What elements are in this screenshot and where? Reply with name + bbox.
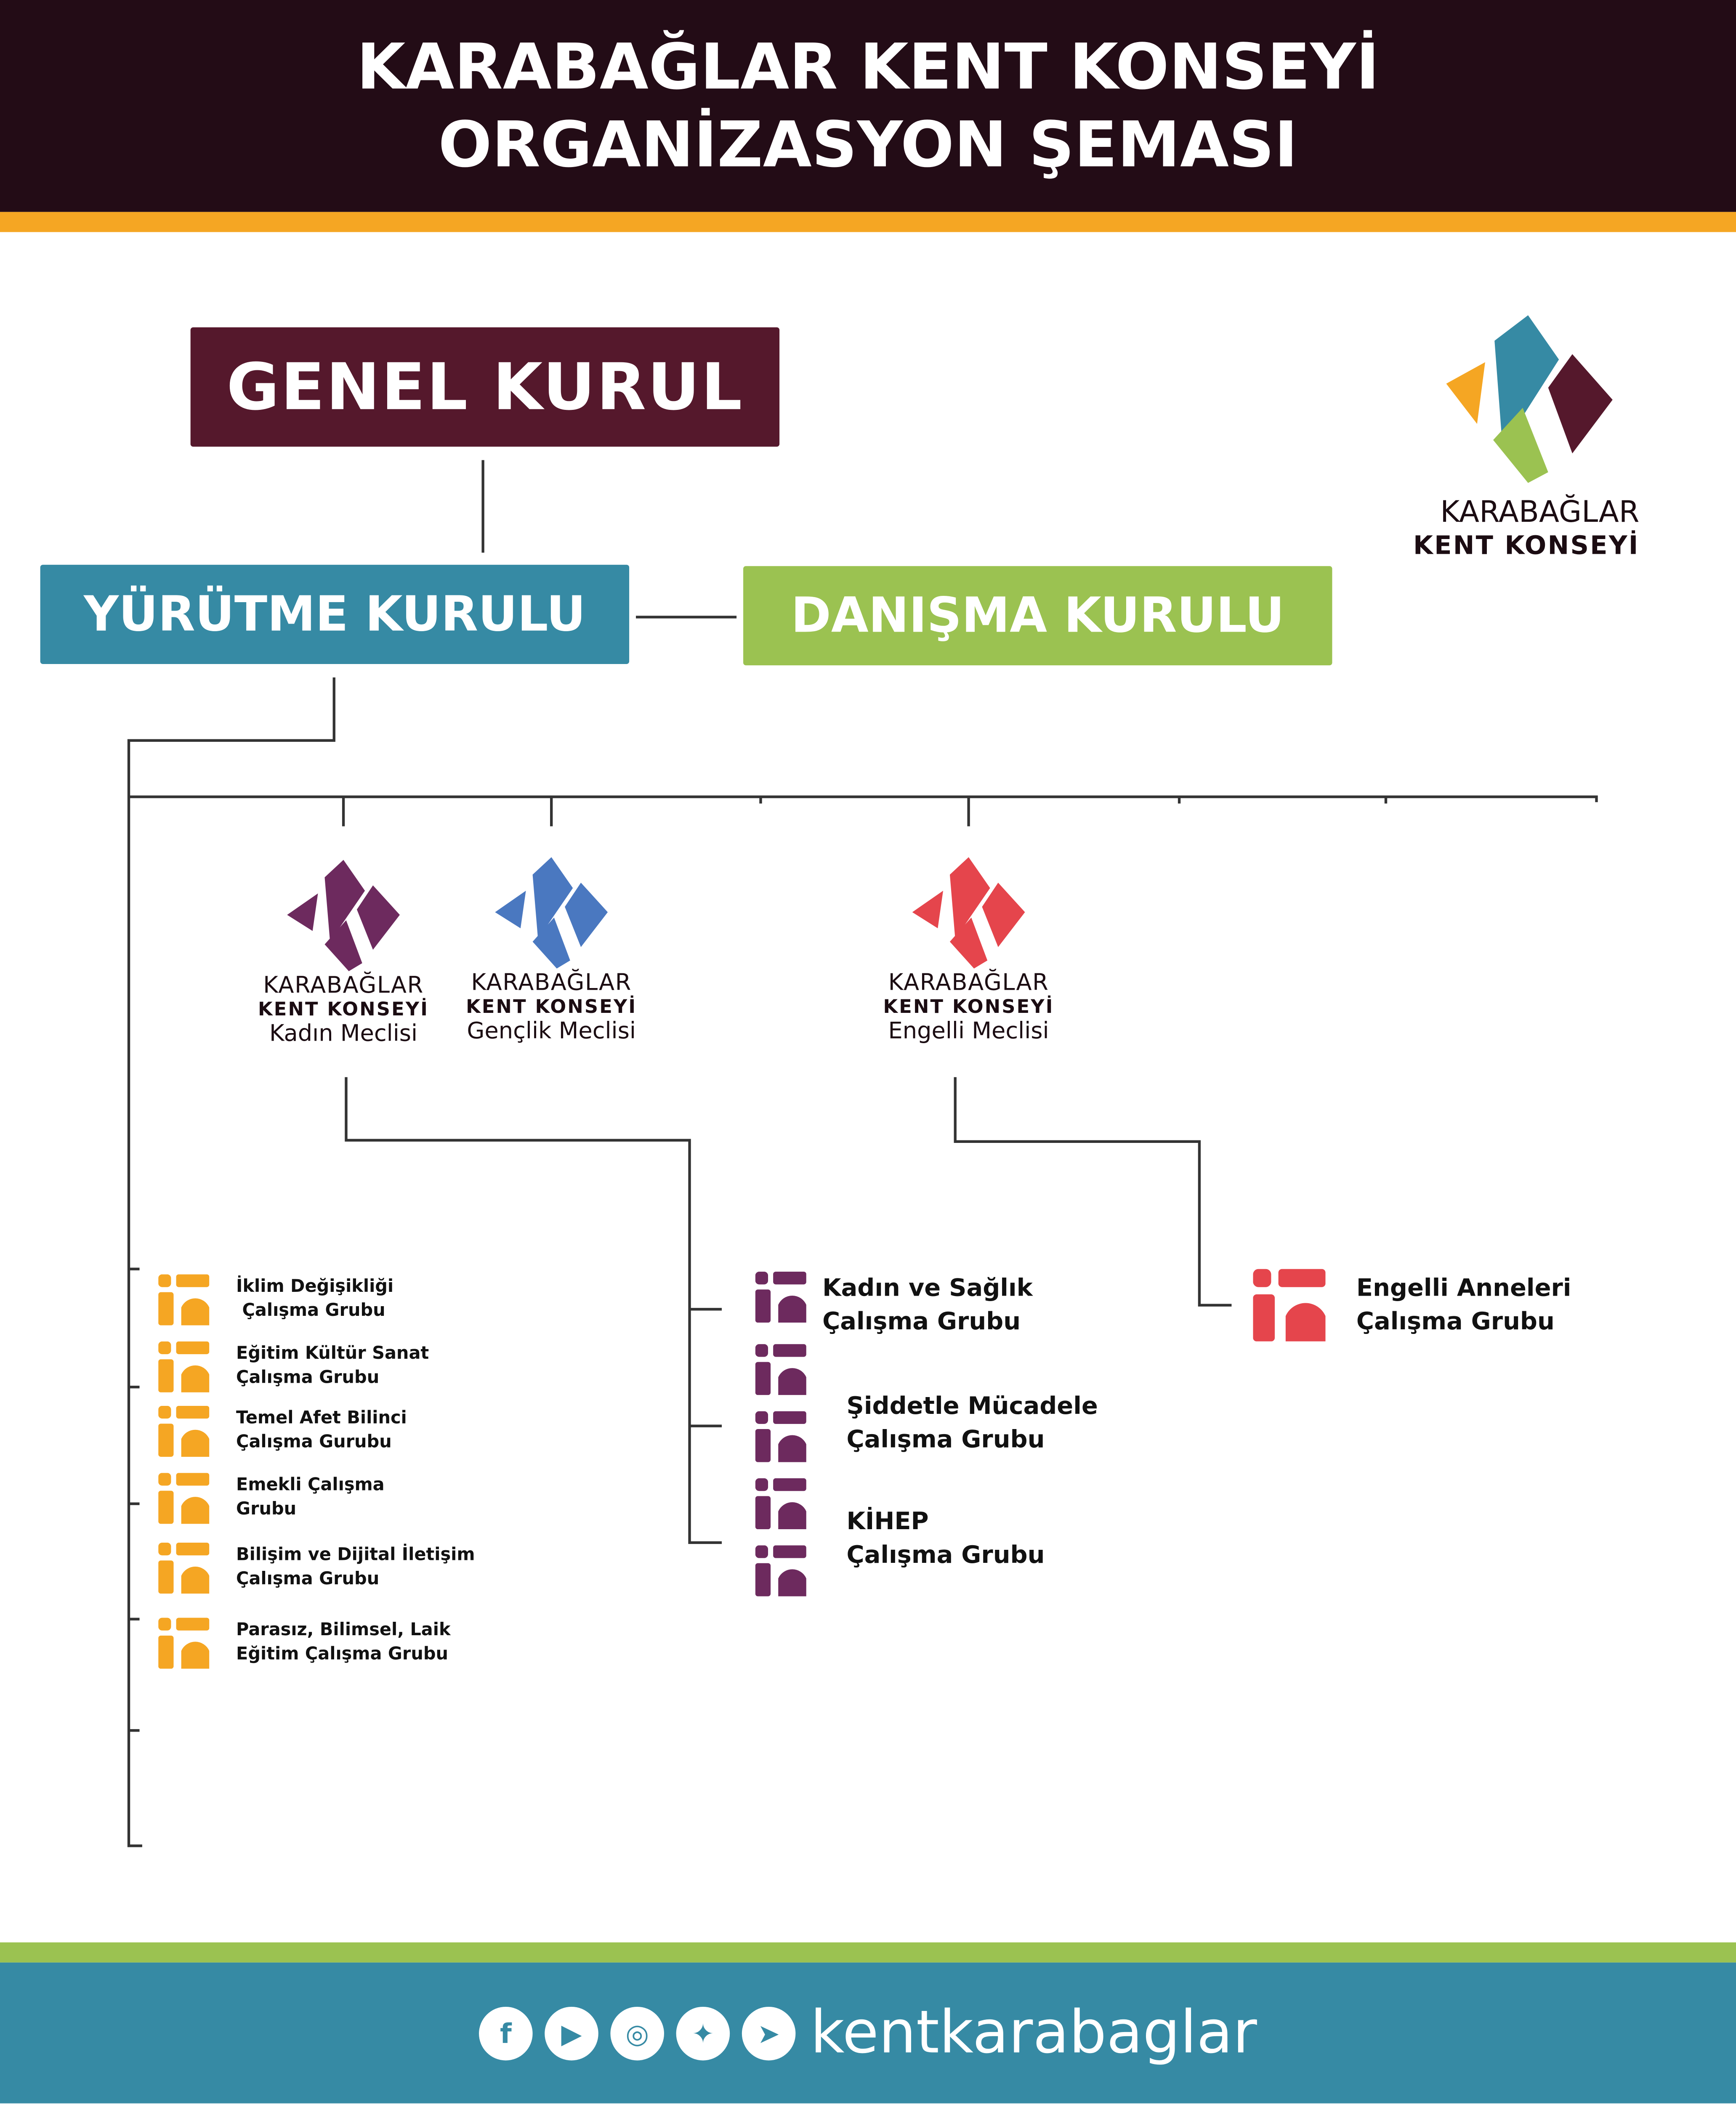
social-handle[interactable]: kentkarabaglar — [810, 1998, 1257, 2067]
footer: f ▶ ◎ ✦ ➤ kentkarabaglar — [0, 1962, 1736, 2104]
list-item: Kadın ve Sağlık Çalışma Grubu — [822, 1272, 1185, 1339]
logo-line-1: KARABAĞLAR — [1440, 496, 1640, 530]
meclis-name: Engelli Meclisi — [888, 1018, 1049, 1045]
logo-line-2: KENT KONSEYİ — [1413, 531, 1640, 561]
list-item: Bilişim ve Dijital İletişim Çalışma Grub… — [158, 1542, 641, 1594]
working-group-icon — [158, 1341, 210, 1392]
list-item: Eğitim Kültür Sanat Çalışma Grubu — [158, 1341, 641, 1392]
list-item: İklim Değişikliği Çalışma Grubu — [158, 1274, 641, 1326]
brand-line: KENT KONSEYİ — [883, 996, 1054, 1018]
meclis-name: Gençlik Meclisi — [467, 1018, 636, 1045]
telegram-icon[interactable]: ➤ — [742, 2006, 796, 2060]
title-line-2: ORGANİZASYON ŞEMASI — [438, 109, 1298, 183]
brand-line: KENT KONSEYİ — [258, 999, 429, 1021]
group-name: Şiddetle Mücadele Çalışma Grubu — [846, 1392, 1098, 1454]
youtube-icon[interactable]: ▶ — [545, 2006, 598, 2060]
group-name: Temel Afet Bilinci Çalışma Gurubu — [236, 1408, 407, 1453]
list-item: Temel Afet Bilinci Çalışma Gurubu — [158, 1405, 641, 1457]
working-group-icon — [755, 1411, 806, 1462]
group-name: Emekli Çalışma Grubu — [236, 1475, 385, 1520]
header-stripe — [0, 212, 1736, 232]
working-group-icon — [1253, 1269, 1326, 1342]
instagram-icon[interactable]: ◎ — [610, 2006, 665, 2060]
list-item: KİHEP Çalışma Grubu — [847, 1505, 1209, 1572]
yurutme-kurulu-box: YÜRÜTME KURULU — [40, 565, 630, 664]
kadin-meclisi-mark-icon — [287, 860, 400, 971]
danisma-kurulu-box: DANIŞMA KURULU — [743, 566, 1332, 666]
group-name: Kadın ve Sağlık Çalışma Grubu — [822, 1274, 1033, 1336]
working-group-icon — [158, 1618, 210, 1669]
meclis-name: Kadın Meclisi — [269, 1020, 418, 1048]
brand-line: KARABAĞLAR — [888, 970, 1049, 997]
brand-line: KARABAĞLAR — [263, 972, 424, 999]
facebook-icon[interactable]: f — [479, 2006, 533, 2060]
group-name: Bilişim ve Dijital İletişim Çalışma Grub… — [236, 1545, 475, 1590]
group-name: Parasız, Bilimsel, Laik Eğitim Çalışma G… — [236, 1620, 451, 1665]
working-group-icon-wrap — [755, 1272, 806, 1328]
group-name: Engelli Anneleri Çalışma Grubu — [1356, 1274, 1571, 1336]
footer-stripe — [0, 1942, 1736, 1963]
twitter-icon[interactable]: ✦ — [676, 2006, 730, 2060]
genel-kurul-box: GENEL KURUL — [190, 327, 780, 447]
working-group-icon — [755, 1344, 806, 1395]
working-group-icon-wrap — [755, 1478, 806, 1535]
working-group-icon — [755, 1272, 806, 1323]
list-item: Engelli Anneleri Çalışma Grubu — [1253, 1269, 1682, 1342]
page-header: KARABAĞLAR KENT KONSEYİ ORGANİZASYON ŞEM… — [0, 0, 1736, 212]
genclik-meclisi-mark-icon — [495, 857, 608, 969]
list-item: Şiddetle Mücadele Çalışma Grubu — [847, 1390, 1209, 1457]
working-group-icon — [755, 1545, 806, 1597]
brand-line: KARABAĞLAR — [471, 970, 632, 997]
kent-konseyi-logo: KARABAĞLAR KENT KONSEYİ — [1382, 311, 1650, 561]
working-group-icon — [158, 1542, 210, 1594]
group-name: KİHEP Çalışma Grubu — [846, 1508, 1045, 1570]
engelli-meclisi-mark-icon — [912, 857, 1025, 969]
working-group-icon — [158, 1274, 210, 1326]
working-group-icon-wrap — [755, 1344, 806, 1400]
group-name: İklim Değişikliği Çalışma Grubu — [236, 1277, 394, 1321]
brand-line: KENT KONSEYİ — [466, 996, 637, 1018]
working-group-icon — [158, 1405, 210, 1457]
logo-mark-icon — [1446, 315, 1613, 483]
list-item: Parasız, Bilimsel, Laik Eğitim Çalışma G… — [158, 1618, 641, 1669]
working-group-icon — [158, 1473, 210, 1524]
working-group-icon-wrap — [755, 1411, 806, 1468]
working-group-icon — [755, 1478, 806, 1530]
list-item: Emekli Çalışma Grubu — [158, 1473, 641, 1524]
group-name: Eğitim Kültür Sanat Çalışma Grubu — [236, 1344, 429, 1389]
working-group-icon-wrap — [755, 1545, 806, 1602]
title-line-1: KARABAĞLAR KENT KONSEYİ — [356, 31, 1380, 105]
